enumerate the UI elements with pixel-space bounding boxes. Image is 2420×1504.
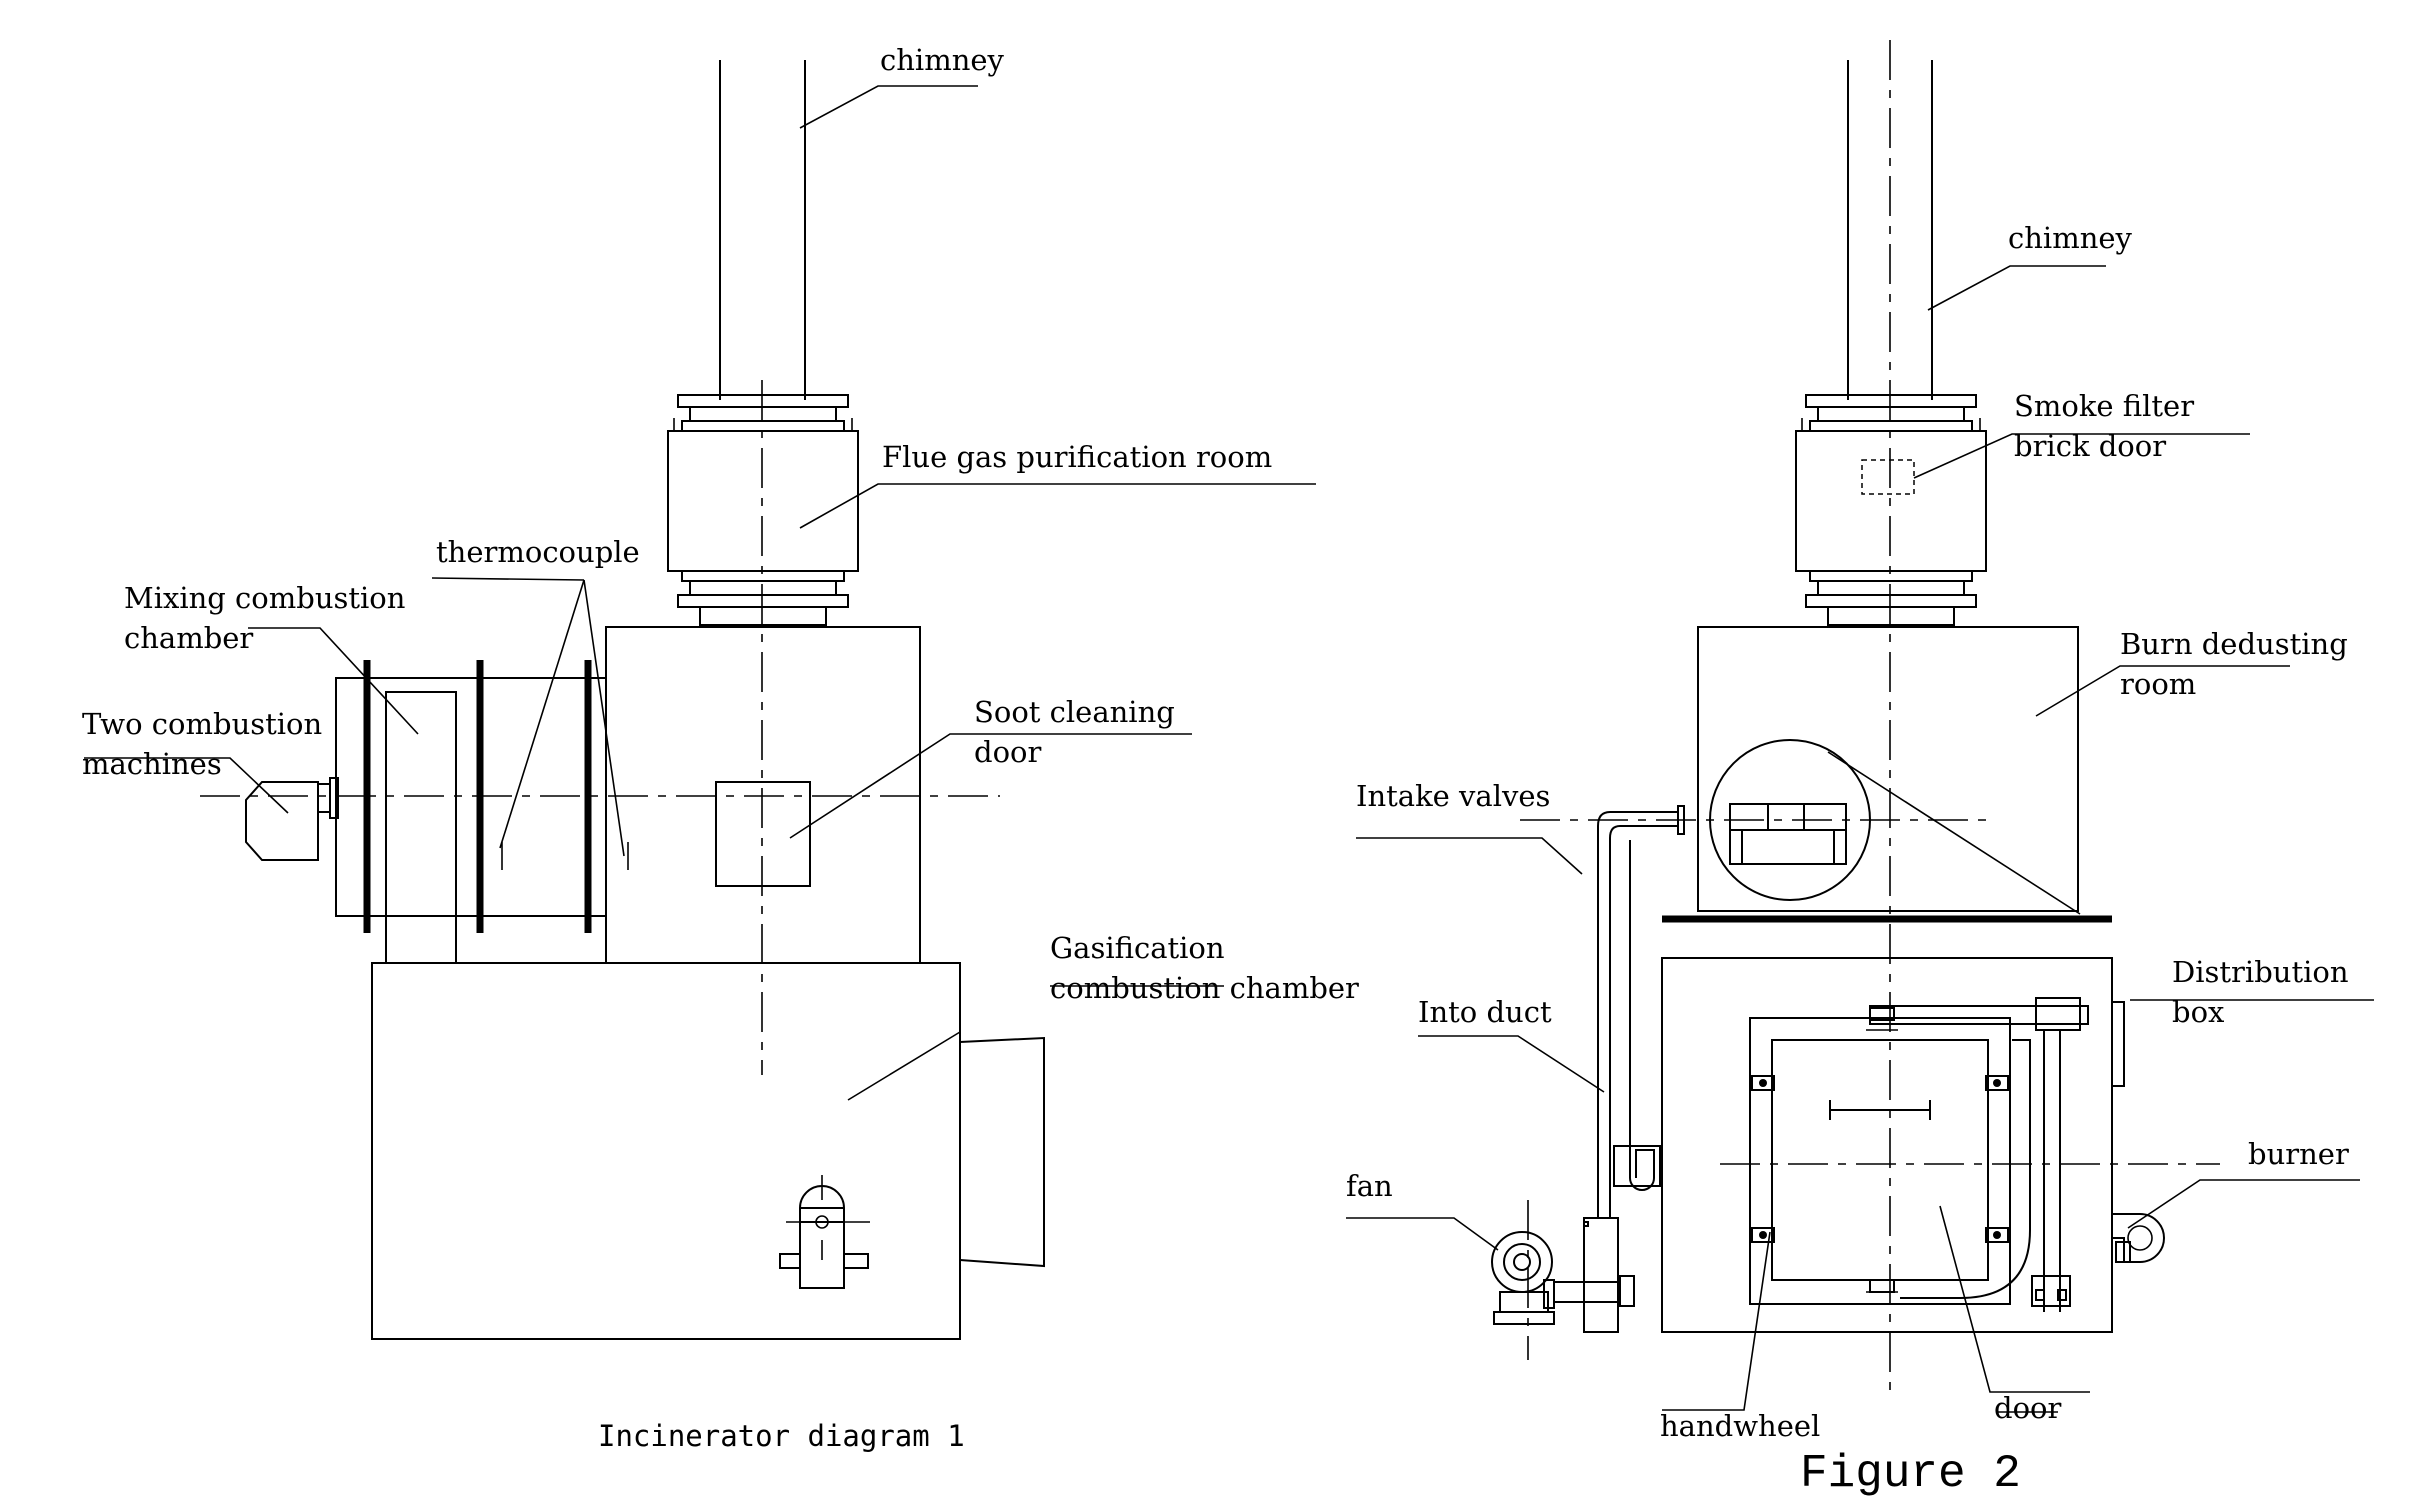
label-two-combustion-machines-line2: machines [82,747,222,781]
label-gasification-chamber-line1: Gasification [1050,931,1225,965]
label-thermocouple: thermocouple [436,535,640,569]
label-two-combustion-machines-line1: Two combustion [82,707,322,741]
door-frame [1749,1007,2011,1305]
smoke-filter-chamber [1795,394,1987,626]
label-fan: fan [1346,1169,1393,1203]
door-hinge-arm [1869,997,2089,1312]
gasification-combustion-chamber [371,962,1045,1340]
label-smoke-filter-line1: Smoke filter [2014,389,2194,423]
label-burner: burner [2248,1137,2349,1171]
flue-gas-purification-room [667,394,859,626]
label-flue-gas-purification-room: Flue gas purification room [882,440,1272,474]
chimney-2 [1847,60,1933,400]
intake-duct [1583,805,1685,1333]
label-burn-dedusting-room-line1: Burn dedusting [2120,627,2348,661]
mixing-combustion-chamber [335,660,607,964]
label-smoke-filter-line2: brick door [2014,429,2166,463]
fan [1491,1231,1635,1325]
burner-port [779,1175,870,1289]
label-mixing-combustion-chamber-line1: Mixing combustion [124,581,405,615]
label-soot-cleaning-door-line1: Soot cleaning [974,695,1175,729]
figure-1: chimney Flue gas purification room therm… [82,43,1359,1453]
thermocouple-probes [501,842,629,870]
figure-2: chimney Smoke filter brick door Burn ded… [1346,40,2374,1500]
label-burn-dedusting-room-line2: room [2120,667,2196,701]
label-mixing-combustion-chamber-line2: chamber [124,621,253,655]
label-chimney-1: chimney [880,43,1005,77]
label-chimney-2: chimney [2008,221,2133,255]
label-distribution-box-line2: box [2172,995,2224,1029]
distribution-box [2111,1001,2125,1087]
label-into-duct: Into duct [1418,995,1552,1029]
soot-cleaning-door [715,781,811,887]
label-soot-cleaning-door-line2: door [974,735,1041,769]
smoke-filter-brick-door [1861,459,1915,495]
dedusting-body-1 [605,626,921,964]
leaders-2 [1346,265,2374,1413]
label-distribution-box-line1: Distribution [2172,955,2349,989]
label-intake-valves: Intake valves [1356,779,1550,813]
caption-figure-2: Figure 2 [1800,1448,2021,1500]
label-gasification-chamber-line2: combustion chamber [1050,971,1359,1005]
burner [2112,1213,2165,1263]
leaders-1 [84,85,1316,1101]
label-door: door [1994,1391,2061,1425]
label-handwheel: handwheel [1660,1409,1820,1443]
chimney-1 [719,60,806,400]
combustion-machine [245,777,339,861]
caption-incinerator-diagram-1: Incinerator diagram 1 [598,1419,965,1453]
burn-dedusting-room [1662,626,2112,923]
lower-combustion-chamber [1661,957,2165,1333]
